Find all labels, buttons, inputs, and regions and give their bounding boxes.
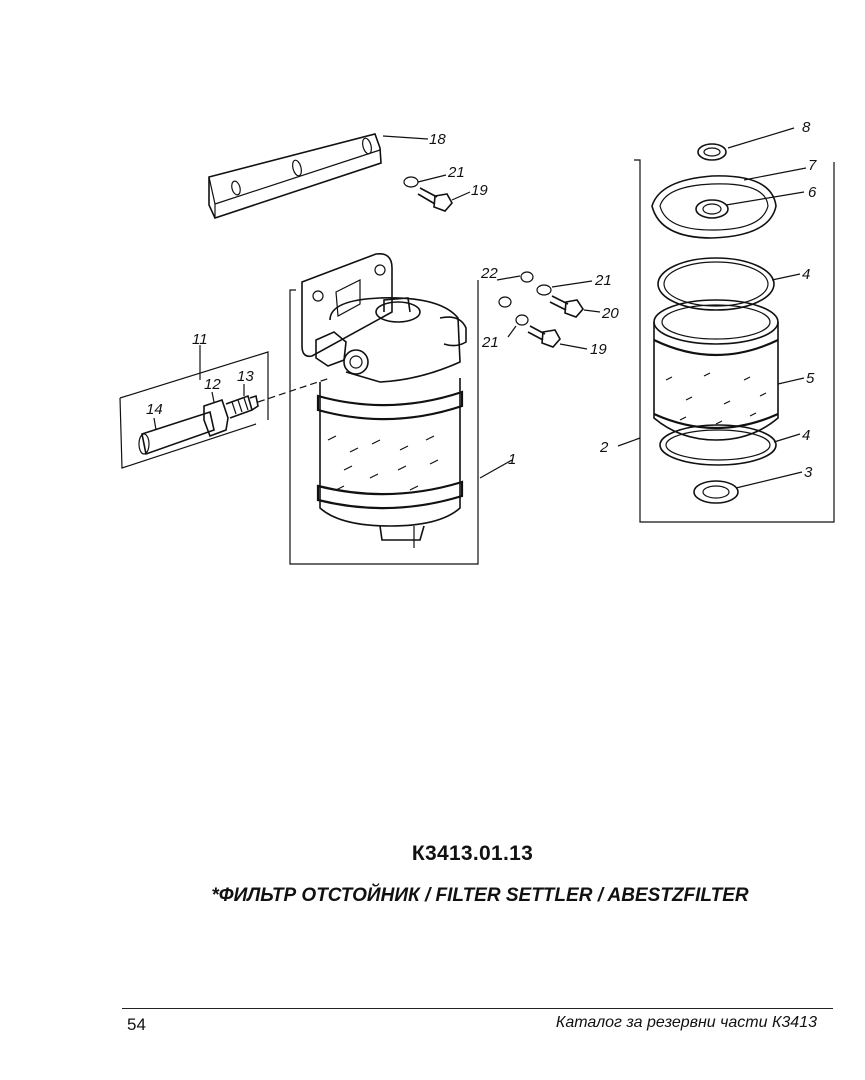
callout-1: 1 — [508, 451, 516, 468]
part-code: К3413.01.13 — [411, 842, 534, 865]
filter-assembly-part-1 — [289, 252, 513, 565]
catalog-name: Каталог за резервни части К3413 — [555, 1014, 817, 1031]
footer-divider — [122, 1008, 833, 1009]
callout-7: 7 — [808, 157, 817, 174]
callout-19-lower: 19 — [590, 341, 607, 358]
callout-20: 20 — [601, 305, 619, 322]
callout-2: 2 — [599, 439, 609, 456]
callout-21-upper: 21 — [447, 164, 465, 181]
callout-12: 12 — [204, 376, 221, 393]
bolt-and-washer-upper — [403, 174, 471, 212]
fitting-assembly-part-11 — [119, 345, 331, 469]
callout-22: 22 — [480, 265, 498, 282]
callout-6: 6 — [808, 184, 817, 201]
mounting-bracket-part-18 — [208, 133, 429, 219]
callout-21-lower: 21 — [481, 334, 499, 351]
fasteners-middle-cluster — [496, 271, 601, 350]
callout-4-upper: 4 — [802, 266, 810, 283]
callout-18: 18 — [429, 131, 446, 148]
callout-8: 8 — [802, 119, 811, 136]
callout-13: 13 — [237, 368, 254, 385]
callout-labels: 18 21 19 22 21 20 21 19 11 12 13 14 1 8 … — [146, 119, 817, 481]
callout-11: 11 — [192, 331, 208, 348]
callout-3: 3 — [804, 464, 813, 481]
part-title: *ФИЛЬТР ОТСТОЙНИК / FILTER SETTLER / ABE… — [211, 885, 749, 906]
callout-5: 5 — [806, 370, 815, 387]
callout-4-lower: 4 — [802, 427, 810, 444]
page-number: 54 — [127, 1015, 146, 1034]
callout-19-upper: 19 — [471, 182, 488, 199]
callout-14: 14 — [146, 401, 163, 418]
callout-21-mid: 21 — [594, 272, 612, 289]
filter-kit-part-2 — [617, 127, 835, 523]
